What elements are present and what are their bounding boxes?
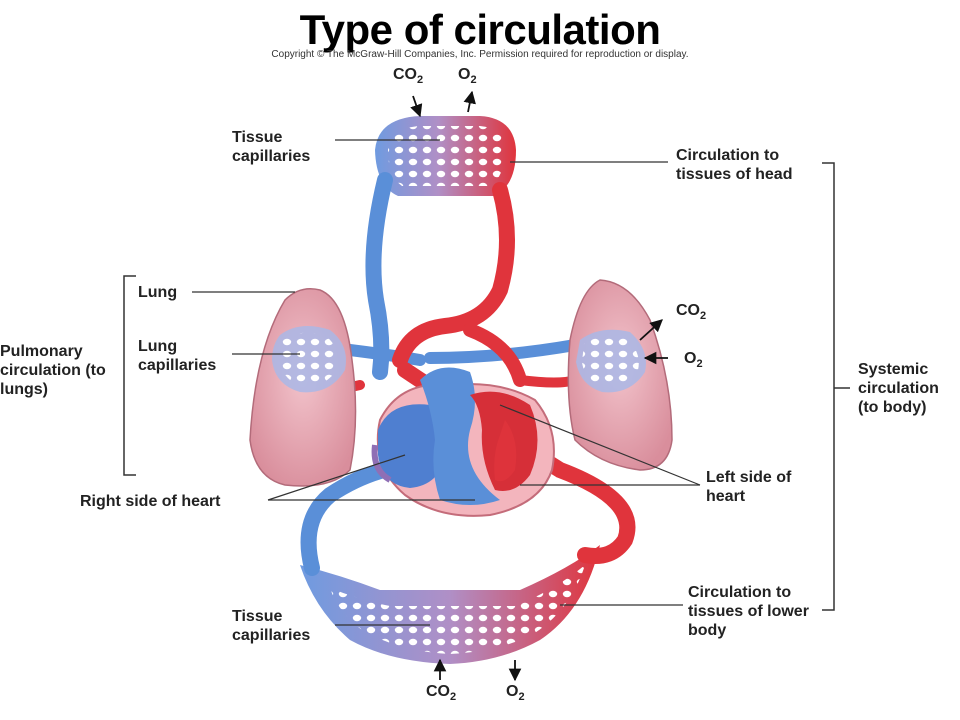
copyright-notice: Copyright © The McGraw-Hill Companies, I… [271, 49, 689, 60]
label-lung: Lung [138, 284, 178, 301]
label-left-side-heart: Left side of heart [706, 469, 792, 505]
label-circulation-lower-body: Circulation to tissues of lower body [688, 584, 809, 639]
gas-arrows [410, 90, 668, 682]
o2-label-top: O2 [458, 66, 477, 86]
systemic-bracket [822, 162, 850, 611]
heart [371, 367, 555, 517]
label-circulation-head: Circulation to tissues of head [676, 147, 793, 183]
co2-label-top: CO2 [393, 66, 424, 86]
top-capillary-bed [375, 116, 516, 196]
co2-label-lung: CO2 [676, 302, 707, 322]
label-pulmonary-circulation: Pulmonary circulation (to lungs) [0, 343, 106, 398]
o2-label-bottom: O2 [506, 683, 525, 703]
label-tissue-capillaries-top: Tissue capillaries [232, 129, 311, 165]
pulmonary-bracket [123, 275, 136, 476]
label-right-side-heart: Right side of heart [80, 493, 221, 510]
bottom-capillary-bed [300, 545, 600, 664]
label-tissue-capillaries-bottom: Tissue capillaries [232, 608, 311, 644]
leader-lines [192, 139, 701, 626]
left-lung [249, 288, 357, 487]
o2-label-lung: O2 [684, 350, 703, 370]
label-systemic-circulation: Systemic circulation (to body) [858, 361, 939, 416]
page-title: Type of circulation [299, 6, 661, 53]
label-lung-capillaries: Lung capillaries [138, 338, 217, 374]
right-lung [567, 279, 673, 471]
co2-label-bottom: CO2 [426, 683, 457, 703]
